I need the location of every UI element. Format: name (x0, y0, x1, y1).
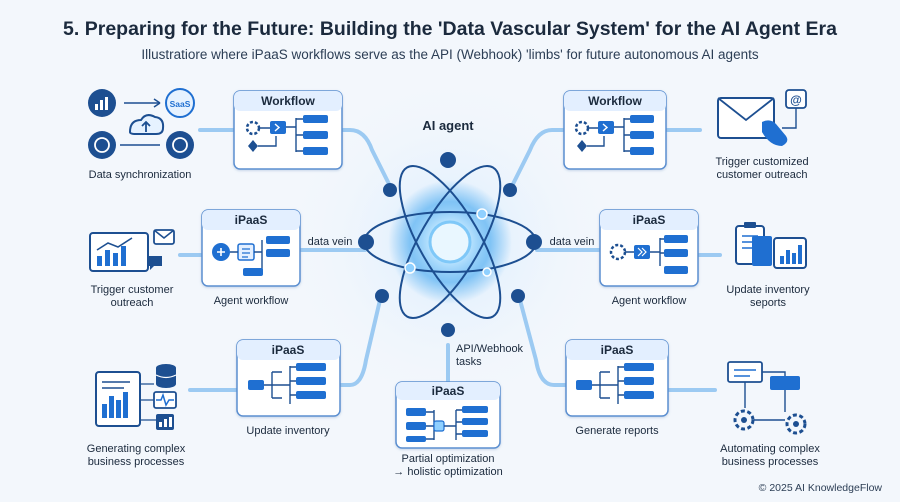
complex-process-icon-cluster (95, 364, 177, 430)
workflow-card-left[interactable]: Workflow (233, 90, 343, 170)
ipaas-card-right-bot-title: iPaaS (601, 343, 634, 357)
process-block-icon (770, 376, 800, 390)
node-top (440, 152, 456, 168)
gear-icon-large (733, 409, 755, 431)
tree-flow-icon (248, 363, 326, 404)
right-mid-label-line2: seports (750, 297, 787, 309)
copyright-footer: © 2025 AI KnowledgeFlow (758, 482, 882, 494)
node-glow-1 (476, 208, 488, 220)
ipaas-card-left-mid[interactable]: iPaaS (201, 209, 301, 287)
saas-badge: SaaS (170, 99, 191, 109)
automation-icon-cluster (727, 361, 807, 435)
orbit-diagonal-1 (398, 165, 502, 319)
workflow-card-right[interactable]: Workflow (563, 90, 667, 170)
inventory-report-icon-cluster (735, 222, 807, 269)
left-mid-card-caption: Agent workflow (214, 295, 289, 307)
left-mid-label-line2: outreach (111, 297, 154, 309)
node-left (358, 234, 374, 250)
ipaas-card-right-bot[interactable]: iPaaS (565, 339, 669, 417)
bottom-caption-line2: → holistic optimization (393, 466, 502, 478)
database-icon (155, 364, 177, 388)
api-label-line2: tasks (456, 356, 482, 368)
left-data-vein-label: data vein (308, 236, 353, 248)
vein-connectors (178, 128, 722, 392)
ipaas-card-right-mid[interactable]: iPaaS (599, 209, 699, 287)
right-top-label-line1: Trigger customized (715, 156, 808, 168)
flowchart-icon-right (574, 115, 654, 155)
phone-icon (762, 120, 788, 146)
window-icon (727, 361, 763, 383)
right-mid-card-caption: Agent workflow (612, 295, 687, 307)
chat-icon (148, 256, 162, 270)
ipaas-card-left-bot[interactable]: iPaaS (236, 339, 341, 417)
saas-icon (165, 88, 195, 118)
agent-workflow-icon-right (609, 235, 688, 274)
bottom-caption-line1: Partial optimization (402, 453, 495, 465)
node-right (526, 234, 542, 250)
vein-left-bot (338, 298, 382, 387)
ipaas-card-left-mid-title: iPaaS (235, 213, 268, 227)
node-bottom (441, 323, 455, 337)
node-glow-3 (482, 267, 492, 277)
workflow-card-left-title: Workflow (261, 94, 315, 108)
right-top-label-line2: customer outreach (716, 169, 807, 181)
optimization-flow-icon (406, 406, 488, 442)
node-upper-right (503, 183, 517, 197)
flowchart-icon (245, 115, 328, 155)
agent-core (428, 220, 472, 264)
vein-right-bot (518, 298, 568, 387)
ipaas-card-right-mid-title: iPaaS (633, 213, 666, 227)
ipaas-card-bottom-title: iPaaS (432, 384, 465, 398)
ipaas-card-left-bot-title: iPaaS (272, 343, 305, 357)
left-bot-card-caption: Update inventory (246, 425, 330, 437)
data-sync-icon-cluster: SaaS (88, 88, 195, 159)
ai-agent-atom (358, 152, 542, 337)
ipaas-card-bottom[interactable]: iPaaS (395, 381, 501, 449)
vein-right-top (508, 128, 566, 192)
right-bot-label-line1: Automating complex (720, 443, 820, 455)
workflow-card-right-title: Workflow (588, 94, 642, 108)
left-mid-label-line1: Trigger customer (91, 284, 174, 296)
svg-text:@: @ (790, 93, 802, 107)
openai-icon-left (88, 131, 116, 159)
right-mid-label-line1: Update inventory (726, 284, 810, 296)
right-bot-label-line2: business processes (722, 456, 819, 468)
customer-outreach-icon-cluster (89, 229, 175, 272)
page-subtitle: Illustratiore where iPaaS workflows serv… (141, 47, 759, 62)
left-bot-label-line1: Generating complex (87, 443, 186, 455)
orbit-diagonal-2 (398, 165, 502, 319)
right-bot-card-caption: Generate reports (575, 425, 659, 437)
page-title: 5. Preparing for the Future: Building th… (63, 18, 837, 40)
openai-icon-right (166, 131, 194, 159)
left-bot-label-line2: business processes (88, 456, 185, 468)
vein-left-top (340, 128, 394, 192)
tree-flow-icon-right (576, 363, 654, 404)
node-lower-left (375, 289, 389, 303)
dashboard-chart-icon (89, 232, 149, 272)
agent-workflow-icon (212, 236, 290, 276)
ai-agent-label: AI agent (422, 118, 474, 133)
customized-outreach-icon-cluster: @ (717, 89, 807, 146)
node-lower-right (511, 289, 525, 303)
document-icon (752, 236, 772, 266)
data-sync-label: Data synchronization (89, 169, 192, 181)
node-upper-left (383, 183, 397, 197)
gear-icon-right (785, 413, 807, 435)
api-label-line1: API/Webhook (456, 343, 524, 355)
node-glow-2 (404, 262, 416, 274)
right-data-vein-label: data vein (550, 236, 595, 248)
